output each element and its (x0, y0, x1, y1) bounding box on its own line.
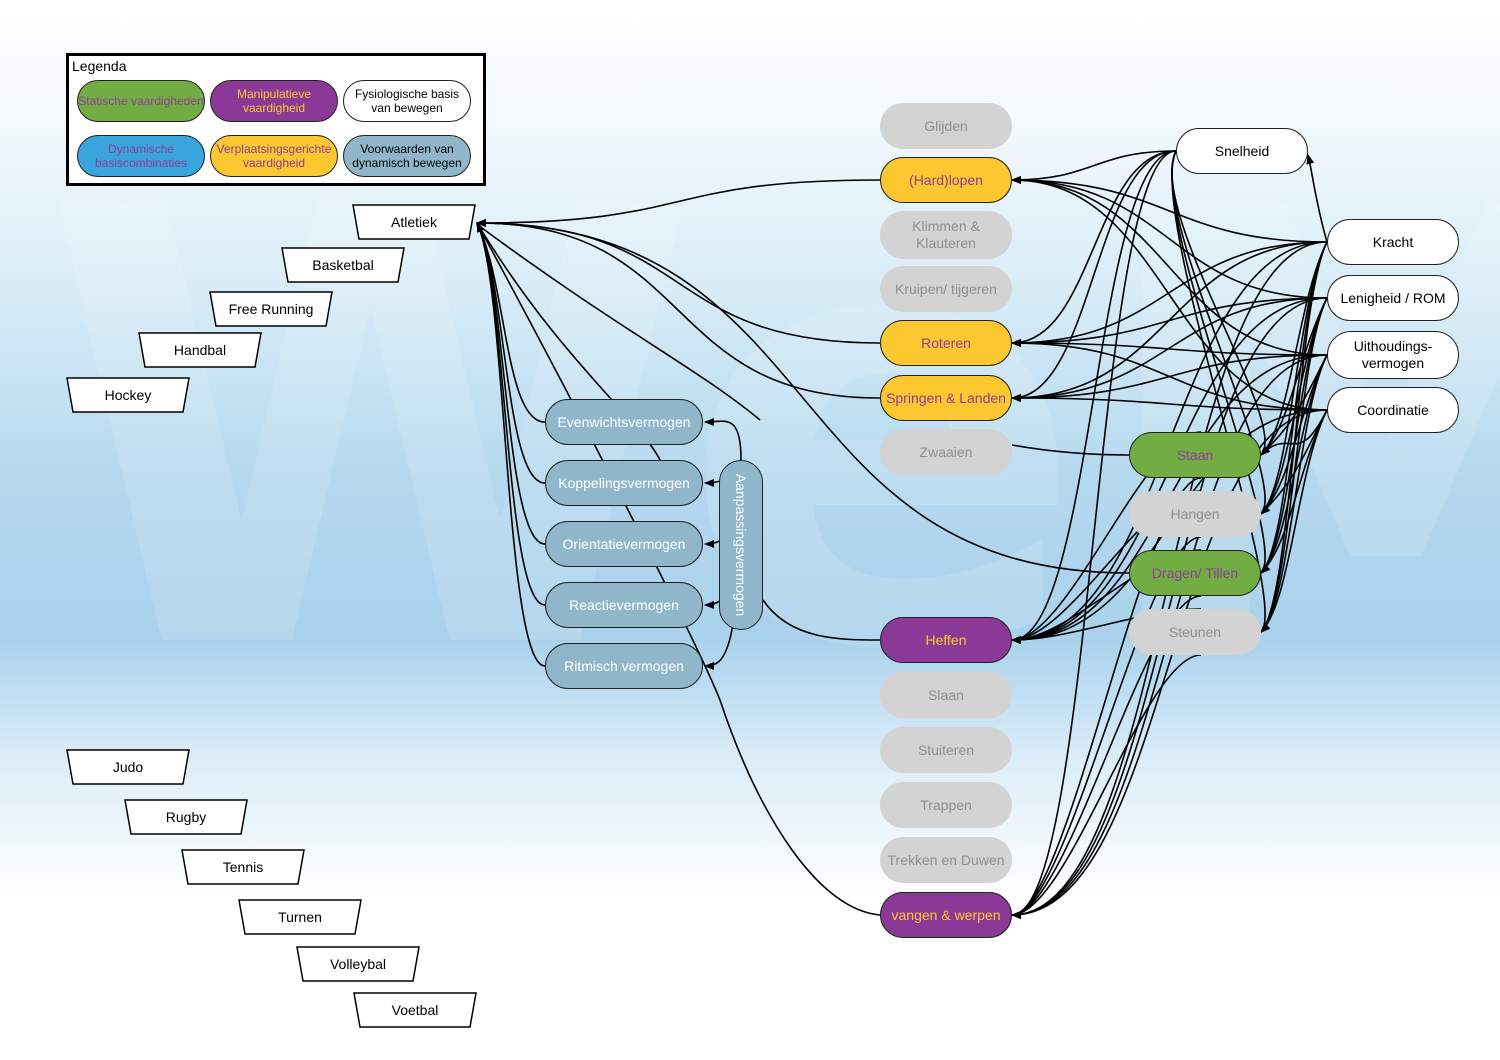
node-springen-landen: Springen & Landen (880, 375, 1012, 421)
edge-phys-skill (1011, 297, 1328, 919)
legend-item-statische: Statische vaardigheden (77, 80, 205, 122)
edge-phys-skill (1011, 150, 1177, 184)
node-aanpassingsvermogen: Aanpassingsvermogen (719, 460, 763, 630)
node-trekken-duwen: Trekken en Duwen (880, 837, 1012, 883)
node-ritmisch-vermogen: Ritmisch vermogen (545, 643, 703, 689)
edge-aanp-coord (704, 417, 742, 461)
node-lenigheid-rom: Lenigheid / ROM (1327, 275, 1459, 321)
node-koppelingsvermogen: Koppelingsvermogen (545, 460, 703, 506)
edge-atletiek-extra (481, 227, 761, 421)
node-evenwichtsvermogen: Evenwichtsvermogen (545, 399, 703, 445)
edge-skill-atletiek (476, 179, 881, 227)
sport-turnen: Turnen (238, 899, 362, 935)
node-uithoudingsvermogen: Uithoudings- vermogen (1327, 331, 1459, 379)
sport-rugby: Rugby (124, 799, 248, 835)
sport-basketbal: Basketbal (281, 247, 405, 283)
node-vangen-werpen: vangen & werpen (880, 892, 1012, 938)
edge-phys-skill (1011, 150, 1177, 402)
node-hangen: Hangen (1129, 491, 1261, 537)
edge-skill-atletiek (476, 219, 881, 399)
node-kracht: Kracht (1327, 219, 1459, 265)
legend-item-manipulatieve: Manipulatieve vaardigheid (210, 80, 338, 122)
edge-staan-zwaaien (1011, 444, 1130, 456)
edge-static-vangen (1011, 477, 1202, 919)
edge-phys-skill (1011, 176, 1328, 299)
node-slaan: Slaan (880, 672, 1012, 718)
node-dragen-tillen: Dragen/ Tillen (1129, 550, 1261, 596)
node-staan: Staan (1129, 432, 1261, 478)
node-zwaaien: Zwaaien (880, 429, 1012, 475)
edge-vangen-atletiek (476, 222, 881, 916)
edge-skill-atletiek (476, 219, 1130, 574)
edge-phys-skill (1011, 176, 1328, 243)
sport-handbal: Handbal (138, 332, 262, 368)
edge-coord-atletiek (476, 222, 546, 606)
node-heffen: Heffen (880, 617, 1012, 663)
edge-phys-skill (1011, 150, 1177, 919)
edge-phys-skill (1011, 150, 1177, 347)
legend-item-fysiologische: Fysiologische basis van bewegen (343, 80, 471, 122)
node-hardlopen: (Hard)lopen (880, 157, 1012, 203)
node-snelheid: Snelheid (1176, 128, 1308, 174)
node-kruipen-tijgeren: Kruipen/ tijgeren (880, 266, 1012, 312)
svg-text:WeMove: WeMove (40, 83, 1500, 782)
edge-phys-skill (1011, 339, 1328, 411)
edge-aanp-heffen (762, 599, 881, 641)
node-trappen: Trappen (880, 782, 1012, 828)
legend-item-dynamische: Dynamische basiscombinaties (77, 135, 205, 177)
node-stuiteren: Stuiteren (880, 727, 1012, 773)
edge-phys-skill (1011, 150, 1177, 644)
edge-phys-static (1260, 297, 1328, 633)
edge-skill-atletiek (476, 219, 881, 344)
edge-phys-static (1260, 409, 1328, 456)
sport-voetbal: Voetbal (353, 992, 477, 1028)
sport-atletiek: Atletiek (352, 204, 476, 240)
edge-static-vangen (1011, 654, 1202, 919)
edge-phys-skill (1011, 339, 1328, 356)
node-reactievermogen: Reactievermogen (545, 582, 703, 628)
sport-free-running: Free Running (209, 291, 333, 327)
legend-item-verplaatsing: Verplaatsingsgerichte vaardigheid (210, 135, 338, 177)
edge-phys-skill (1011, 394, 1328, 411)
node-coordinatie: Coordinatie (1327, 387, 1459, 433)
node-glijden: Glijden (880, 103, 1012, 149)
edge-phys-skill (1011, 409, 1328, 919)
legend: Legenda Statische vaardigheden Manipulat… (66, 53, 486, 186)
node-roteren: Roteren (880, 320, 1012, 366)
legend-item-voorwaarden: Voorwaarden van dynamisch bewegen (343, 135, 471, 177)
edge-phys-static (1171, 150, 1271, 633)
sport-judo: Judo (66, 749, 190, 785)
edge-phys-skill (1011, 176, 1328, 356)
edge-coord-atletiek (476, 222, 546, 545)
edge-phys-skill (1011, 297, 1328, 347)
sport-hockey: Hockey (66, 377, 190, 413)
node-steunen: Steunen (1129, 609, 1261, 655)
edge-phys-static (1260, 409, 1328, 633)
node-klimmen-klauteren: Klimmen & Klauteren (880, 211, 1012, 259)
edge-phys-skill (1011, 241, 1328, 347)
legend-title: Legenda (72, 58, 127, 74)
sport-volleybal: Volleybal (296, 946, 420, 982)
edge-kracht-snelheid (1306, 154, 1328, 243)
sport-tennis: Tennis (181, 849, 305, 885)
edge-phys-skill (1011, 176, 1328, 411)
node-orientatievermogen: Orientatievermogen (545, 521, 703, 567)
edge-phys-static (1260, 354, 1328, 633)
edge-coord-atletiek (476, 222, 546, 667)
edge-phys-skill (1011, 297, 1328, 402)
